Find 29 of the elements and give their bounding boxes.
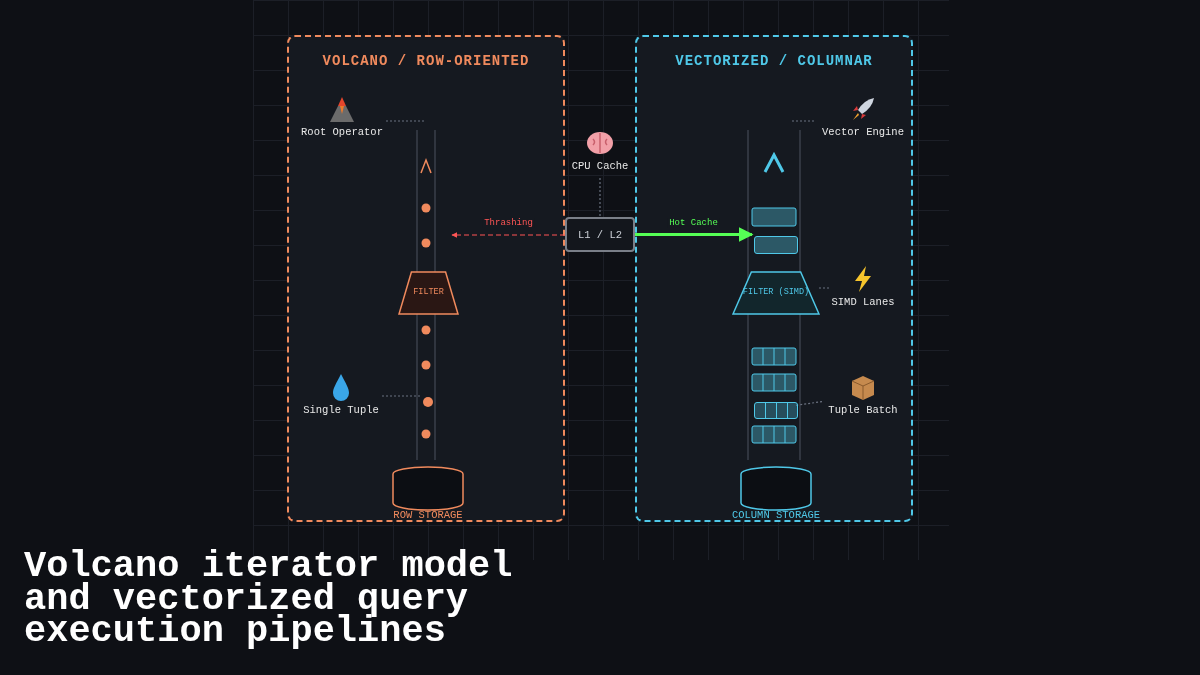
cache-box: L1 / L2 bbox=[565, 217, 635, 252]
node-label: Root Operator bbox=[300, 126, 384, 138]
storage-label: ROW STORAGE bbox=[392, 509, 464, 521]
page-title: Volcano iterator model and vectorized query execution pipelines bbox=[24, 550, 514, 648]
leader-line bbox=[599, 177, 601, 218]
node-label: Single Tuple bbox=[302, 404, 380, 416]
vector-block bbox=[754, 236, 798, 254]
tuple-dot bbox=[423, 397, 433, 407]
panel bbox=[635, 35, 913, 522]
node-label: SIMD Lanes bbox=[831, 296, 895, 308]
edge-label: Hot Cache bbox=[667, 217, 720, 228]
node-label: FILTER bbox=[412, 287, 445, 297]
node-label: Vector Engine bbox=[821, 126, 905, 138]
leader-line bbox=[385, 120, 426, 122]
node-label: Tuple Batch bbox=[827, 404, 899, 416]
node-label: CPU Cache bbox=[570, 160, 630, 172]
leader-line bbox=[791, 120, 815, 122]
storage-label: COLUMN STORAGE bbox=[730, 509, 822, 521]
panel-title: VECTORIZED / COLUMNAR bbox=[674, 53, 874, 69]
node-label: FILTER (SIMD) bbox=[741, 287, 811, 297]
arrow bbox=[451, 232, 566, 238]
leader-line bbox=[795, 401, 823, 406]
leader-line bbox=[381, 395, 422, 397]
arrow bbox=[635, 227, 754, 242]
leader-line bbox=[817, 287, 830, 289]
batch-block bbox=[754, 402, 798, 419]
panel bbox=[287, 35, 565, 522]
edge-label: Thrashing bbox=[482, 218, 535, 228]
panel-title: VOLCANO / ROW-ORIENTED bbox=[321, 53, 531, 69]
